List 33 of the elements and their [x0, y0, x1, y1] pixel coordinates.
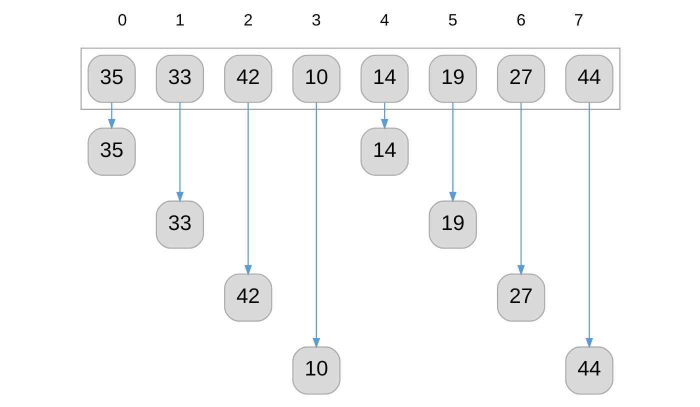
- label: 3: [311, 12, 320, 30]
- node-box: 10: [292, 346, 340, 395]
- cluster: [80, 48, 620, 110]
- label: 0: [117, 12, 126, 30]
- arrow: [380, 102, 388, 130]
- node-box: 27: [496, 54, 545, 103]
- node-box: 19: [428, 200, 476, 249]
- label: 4: [380, 12, 389, 30]
- node-box: 35: [87, 54, 136, 103]
- node-box: 35: [87, 128, 136, 176]
- node-box: 33: [155, 54, 204, 103]
- node-box: 10: [292, 54, 340, 103]
- label: 5: [448, 12, 457, 30]
- node-box: 44: [564, 346, 613, 395]
- node-box: 19: [428, 54, 476, 103]
- arrow: [585, 102, 592, 349]
- arrow: [176, 102, 184, 203]
- node-box: 42: [224, 274, 272, 322]
- label: 2: [243, 12, 252, 30]
- arrow: [312, 102, 320, 349]
- arrow: [108, 102, 115, 130]
- label: 7: [574, 12, 583, 30]
- node-box: 14: [360, 128, 408, 176]
- arrow: [448, 102, 456, 203]
- node-box: 33: [155, 200, 204, 249]
- arrow: [244, 102, 252, 276]
- node-box: 42: [224, 54, 272, 103]
- node-box: 44: [564, 54, 613, 103]
- label: 1: [174, 12, 184, 30]
- arrow: [516, 102, 524, 276]
- label: 6: [516, 12, 526, 30]
- node-box: 14: [360, 54, 408, 103]
- node-box: 27: [496, 274, 545, 322]
